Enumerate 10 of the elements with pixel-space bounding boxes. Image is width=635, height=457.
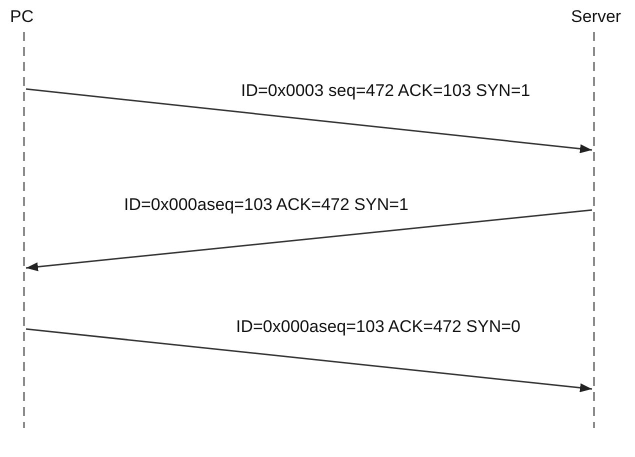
lifeline [592, 32, 596, 428]
edge-label: ID=0x000aseq=103 ACK=472 SYN=1 [123, 195, 410, 215]
edge-label: ID=0x0003 seq=472 ACK=103 SYN=1 [240, 81, 532, 101]
arrow [26, 88, 592, 154]
participant-label: Server [571, 7, 622, 27]
arrow [26, 209, 592, 272]
participant-label: PC [10, 7, 34, 27]
edge-label: ID=0x000aseq=103 ACK=472 SYN=0 [235, 317, 522, 337]
lifeline [22, 32, 26, 428]
arrow [26, 328, 592, 392]
